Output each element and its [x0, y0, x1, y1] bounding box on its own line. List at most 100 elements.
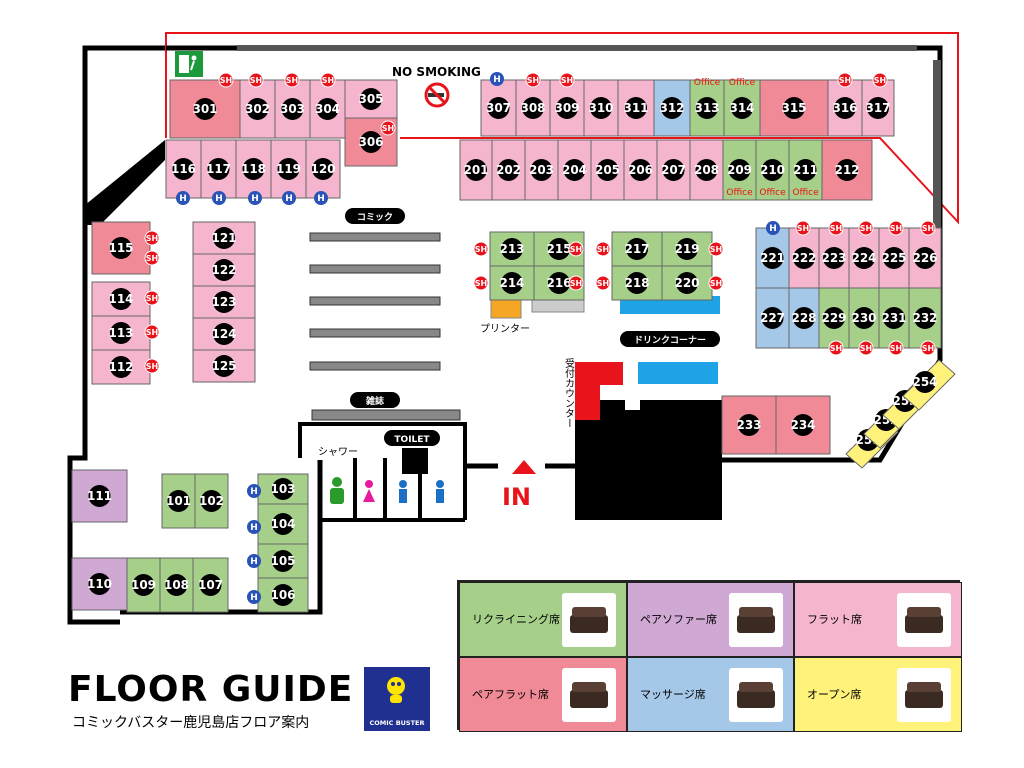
seat-125[interactable]: 125: [192, 349, 256, 383]
seat-number: 116: [171, 162, 196, 176]
seat-311[interactable]: 311: [617, 79, 655, 137]
seat-number-badge: [501, 238, 523, 260]
seat-215[interactable]: 215: [533, 231, 585, 267]
seat-233[interactable]: 233: [721, 395, 777, 455]
seat-number: 120: [310, 162, 335, 176]
seat-120[interactable]: 120: [305, 139, 341, 199]
seat-221[interactable]: 221: [755, 227, 790, 289]
seat-316[interactable]: 316: [827, 79, 863, 137]
seat-230[interactable]: 230: [848, 287, 880, 349]
seat-231[interactable]: 231: [878, 287, 910, 349]
seat-104[interactable]: 104: [257, 503, 309, 545]
seat-105[interactable]: 105: [257, 543, 309, 579]
seat-211[interactable]: 211: [788, 139, 823, 201]
entrance-label: IN: [502, 483, 531, 511]
seat-309[interactable]: 309: [549, 79, 585, 137]
seat-214[interactable]: 214: [489, 265, 535, 301]
seat-313[interactable]: 313: [689, 79, 725, 137]
seat-218[interactable]: 218: [611, 265, 663, 301]
seat-photo-icon: [897, 668, 951, 722]
staff-area: [575, 400, 722, 520]
seat-232[interactable]: 232: [908, 287, 942, 349]
seat-226[interactable]: 226: [908, 227, 942, 289]
seat-234[interactable]: 234: [775, 395, 831, 455]
seat-209[interactable]: 209: [722, 139, 757, 201]
seat-212[interactable]: 212: [821, 139, 873, 201]
seat-103[interactable]: 103: [257, 473, 309, 505]
sh-badge-text: SH: [527, 76, 539, 85]
seat-301[interactable]: 301: [169, 79, 241, 139]
seat-202[interactable]: 202: [491, 139, 526, 201]
seat-118[interactable]: 118: [235, 139, 272, 199]
seat-photo-icon: [562, 668, 616, 722]
seat-317[interactable]: 317: [861, 79, 895, 137]
seat-121[interactable]: 121: [192, 221, 256, 255]
seat-107[interactable]: 107: [192, 557, 229, 613]
seat-113[interactable]: 113: [91, 315, 151, 351]
seat-213[interactable]: 213: [489, 231, 535, 267]
seat-108[interactable]: 108: [159, 557, 194, 613]
seat-210[interactable]: 210: [755, 139, 790, 201]
seat-308[interactable]: 308: [515, 79, 551, 137]
seat-220[interactable]: 220: [661, 265, 713, 301]
seat-310[interactable]: 310: [583, 79, 619, 137]
seat-315[interactable]: 315: [759, 79, 829, 137]
seat-314[interactable]: 314: [723, 79, 761, 137]
seat-124[interactable]: 124: [192, 317, 256, 351]
seat-number-badge: [836, 159, 858, 181]
seat-222[interactable]: 222: [788, 227, 820, 289]
seat-305[interactable]: 305: [344, 79, 398, 119]
office-label: Office: [792, 188, 819, 198]
seat-number-badge: [738, 414, 760, 436]
seat-102[interactable]: 102: [194, 473, 229, 529]
seat-number-badge: [794, 159, 817, 181]
seat-304[interactable]: 304: [309, 79, 346, 139]
seat-109[interactable]: 109: [126, 557, 161, 613]
seat-204[interactable]: 204: [557, 139, 592, 201]
seat-302[interactable]: 302: [239, 79, 276, 139]
seat-116[interactable]: 116: [165, 139, 202, 199]
seat-number-badge: [563, 159, 586, 181]
seat-photo-icon: [729, 668, 783, 722]
seat-227[interactable]: 227: [755, 287, 790, 349]
seat-115[interactable]: 115: [91, 221, 151, 275]
seat-123[interactable]: 123: [192, 285, 256, 319]
seat-number: 111: [87, 489, 112, 503]
seat-203[interactable]: 203: [524, 139, 559, 201]
shower-room-badge: SH: [568, 275, 584, 291]
seat-217[interactable]: 217: [611, 231, 663, 267]
seat-number-badge: [199, 574, 222, 596]
legend-pair_sofa: ペアソファー席: [627, 582, 794, 657]
seat-224[interactable]: 224: [848, 227, 880, 289]
seat-206[interactable]: 206: [623, 139, 658, 201]
seat-112[interactable]: 112: [91, 349, 151, 385]
seat-110[interactable]: 110: [71, 557, 128, 611]
sh-badge-text: SH: [597, 279, 609, 288]
seat-201[interactable]: 201: [459, 139, 493, 201]
seat-225[interactable]: 225: [878, 227, 910, 289]
sh-badge-circle: [837, 72, 853, 88]
seat-219[interactable]: 219: [661, 231, 713, 267]
seat-303[interactable]: 303: [274, 79, 311, 139]
seat-114[interactable]: 114: [91, 281, 151, 317]
seat-111[interactable]: 111: [71, 469, 128, 523]
sh-badge-circle: [525, 72, 541, 88]
seat-photo-icon: [562, 593, 616, 647]
seat-254[interactable]: 254: [902, 359, 956, 411]
seat-207[interactable]: 207: [656, 139, 691, 201]
seat-229[interactable]: 229: [818, 287, 850, 349]
seat-number: 230: [851, 311, 876, 325]
seat-122[interactable]: 122: [192, 253, 256, 287]
seat-number-badge: [465, 159, 487, 181]
seat-307[interactable]: 307: [480, 79, 517, 137]
seat-228[interactable]: 228: [788, 287, 820, 349]
seat-208[interactable]: 208: [689, 139, 724, 201]
seat-119[interactable]: 119: [270, 139, 307, 199]
seat-101[interactable]: 101: [161, 473, 196, 529]
seat-223[interactable]: 223: [818, 227, 850, 289]
seat-106[interactable]: 106: [257, 577, 309, 613]
seat-117[interactable]: 117: [200, 139, 237, 199]
seat-205[interactable]: 205: [590, 139, 625, 201]
seat-312[interactable]: 312: [653, 79, 691, 137]
sh-badge-text: SH: [890, 344, 902, 353]
